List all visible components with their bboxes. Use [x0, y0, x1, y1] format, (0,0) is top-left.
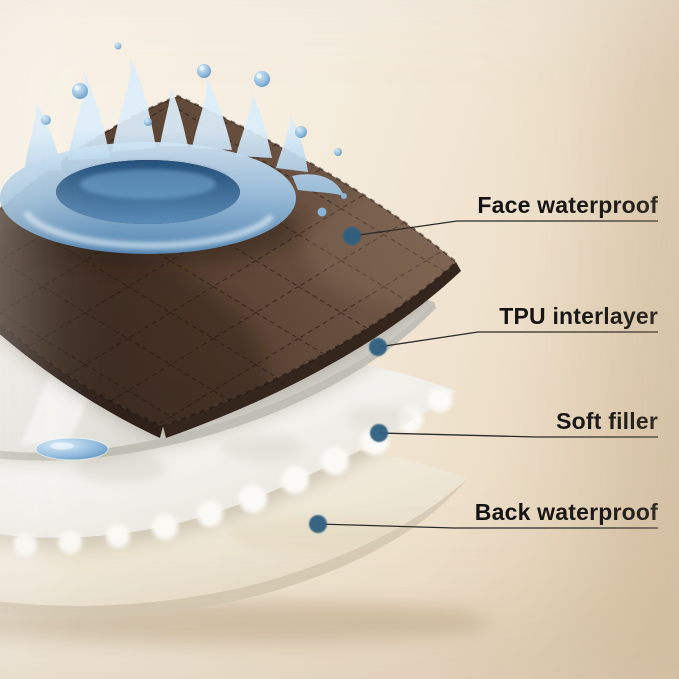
callout-dots: [309, 227, 388, 533]
callout-lines: [317, 220, 658, 529]
callout-dot-back-waterproof: [309, 515, 327, 533]
callout-label-tpu-interlayer: TPU interlayer: [499, 303, 658, 329]
callout-line-back-waterproof: [317, 523, 658, 529]
callout-dot-soft-filler: [370, 424, 388, 442]
callout-dot-face-waterproof: [343, 227, 361, 245]
callout-dot-tpu-interlayer: [369, 338, 387, 356]
callout-line-face-waterproof: [351, 220, 658, 237]
callout-label-soft-filler: Soft filler: [556, 408, 658, 434]
water-droplets: [41, 42, 347, 217]
callout-label-back-waterproof: Back waterproof: [474, 499, 658, 525]
splash-crown: [24, 56, 344, 196]
callout-line-tpu-interlayer: [377, 331, 658, 348]
callout-label-face-waterproof: Face waterproof: [477, 192, 658, 218]
callout-line-soft-filler: [378, 432, 658, 438]
water-splash: [0, 42, 347, 254]
